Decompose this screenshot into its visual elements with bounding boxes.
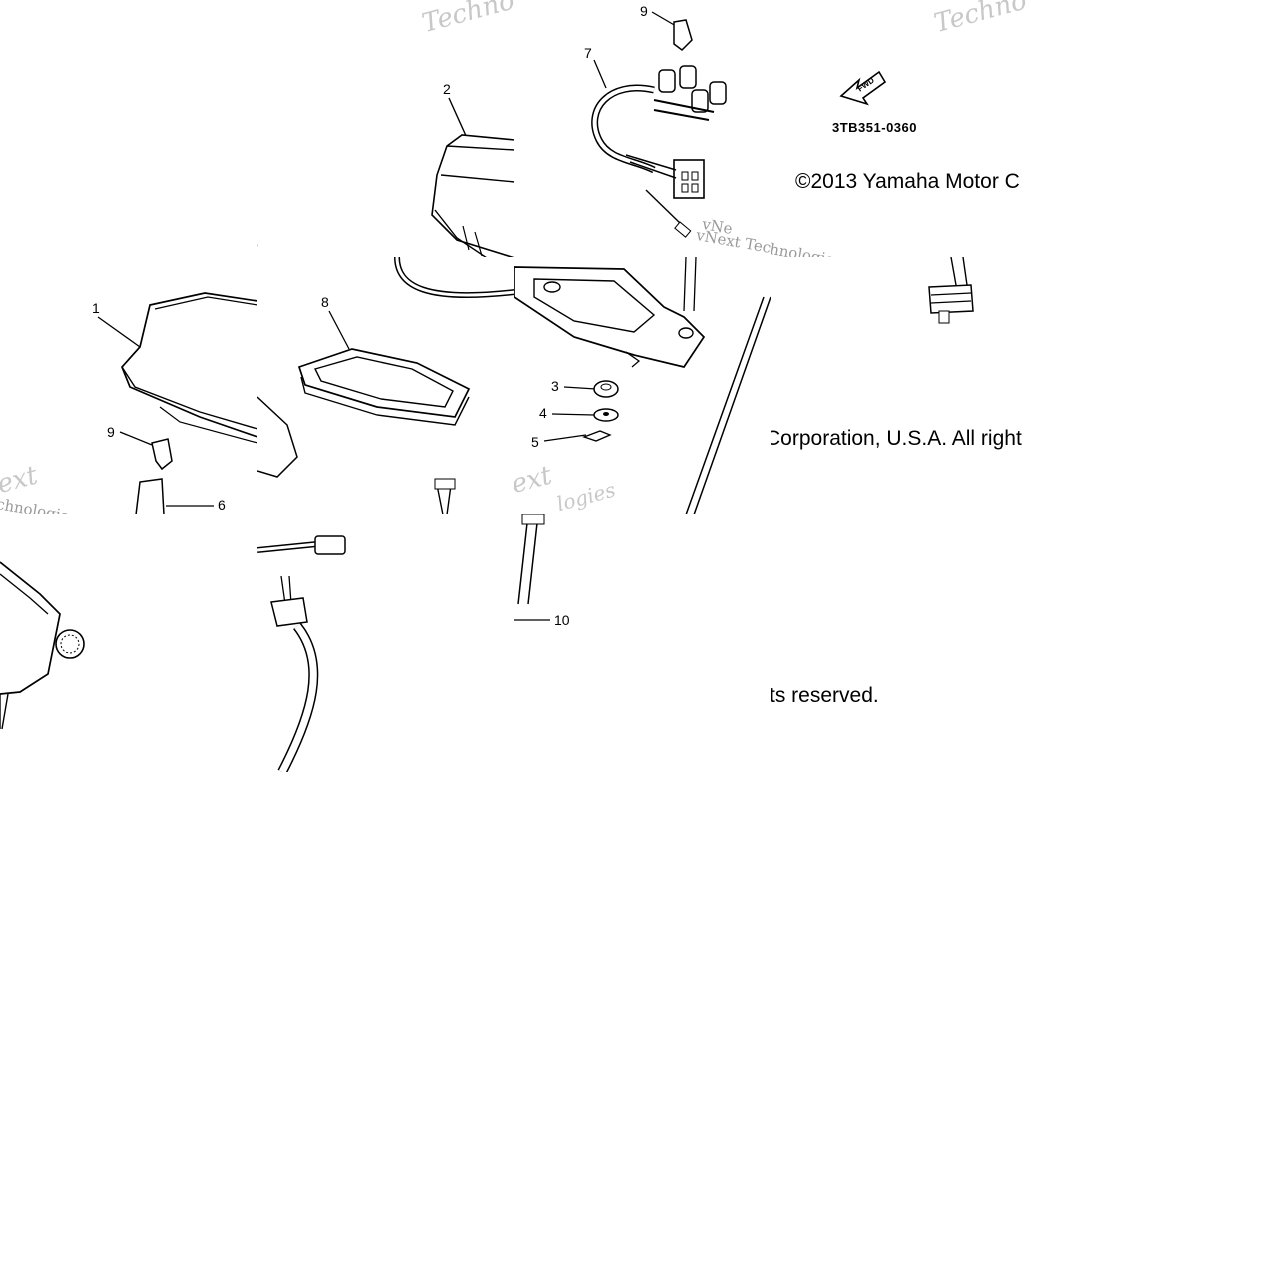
fwd-arrow	[839, 70, 887, 106]
callout-5: 5	[531, 434, 539, 450]
callout-9: 9	[107, 424, 115, 440]
meter-bracket-illustration	[514, 257, 772, 515]
callout-8: 8	[321, 294, 329, 310]
tile-row3-col3: 10	[514, 514, 772, 772]
callout-4: 4	[539, 405, 547, 421]
tile-row2-col3: 3 4 5 ext logies	[514, 257, 772, 515]
tile-row1-col3: 9 7 vNe vNext Tec	[514, 0, 772, 258]
copyright-line-2: Corporation, U.S.A. All right	[771, 427, 1022, 450]
callout-3: 3	[551, 378, 559, 394]
callout-6: 6	[218, 497, 226, 513]
callout-2: 2	[443, 81, 451, 97]
cable-end-illustration	[928, 257, 974, 324]
tile-row2-col4: Corporation, U.S.A. All right	[771, 257, 1029, 515]
tile-row3-col4: ts reserved.	[771, 514, 1029, 772]
speedometer-illustration	[97, 292, 258, 515]
callout-1: 1	[92, 300, 100, 316]
callout-10: 10	[554, 612, 570, 628]
tile-row2-col2: 8	[257, 257, 515, 515]
meter-lower-illustration	[0, 561, 85, 730]
copyright-line-3: ts reserved.	[771, 684, 879, 707]
copyright-line-1: ©2013 Yamaha Motor C	[795, 170, 1020, 193]
speedometer-cable-illustration	[257, 535, 346, 772]
tile-row3-col2	[257, 514, 515, 772]
cable-10-illustration	[514, 514, 550, 772]
tile-row3-col1	[0, 514, 258, 772]
meter-housing-illustration	[431, 97, 515, 258]
tile-row2-col1: 1 9 6 ext chnologies	[0, 257, 258, 515]
wire-harness-illustration	[591, 11, 727, 238]
diagram-code: 3TB351-0360	[832, 120, 917, 135]
gasket-illustration	[257, 257, 515, 515]
tile-row1-col2: Techno 2 vNext Tec	[257, 0, 515, 258]
callout-7: 7	[584, 45, 592, 61]
tile-row1-col4: Techno FWD 3TB351-0360 ©2013 Yamaha Moto…	[771, 0, 1029, 258]
callout-9-top: 9	[640, 3, 648, 19]
